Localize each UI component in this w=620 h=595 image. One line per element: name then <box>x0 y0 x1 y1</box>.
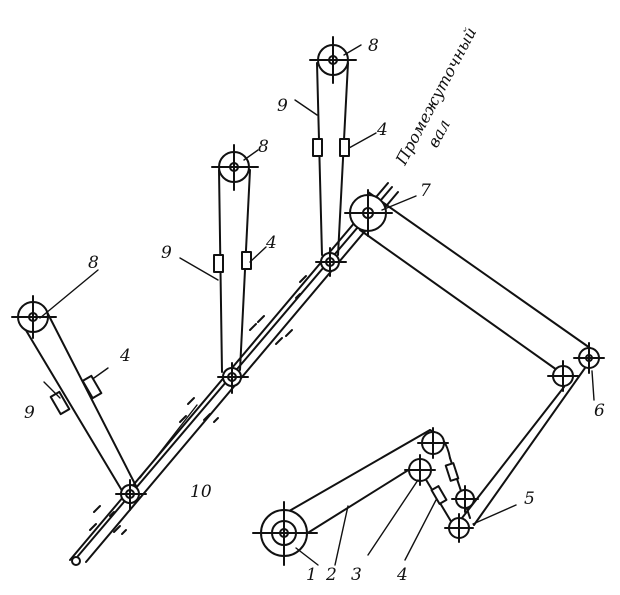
label-motor-belt: 2 <box>325 565 337 585</box>
diagram-labels: 8 9 4 10 9 4 8 8 9 4 7 6 5 1 2 3 4 Проме… <box>24 24 605 585</box>
label-motor-pulley: 1 <box>306 565 317 585</box>
shaft-pulley-c <box>315 247 347 277</box>
driven-pulley-left <box>11 295 57 339</box>
label-driven-pulley-middle: 8 <box>258 137 269 157</box>
label-tension-roller: 3 <box>351 565 362 585</box>
label-driven-belt-middle: 9 <box>161 243 172 263</box>
driven-pulley-middle <box>211 144 259 191</box>
label-shaft-pulley: 7 <box>420 181 431 201</box>
driven-pulley-top <box>309 36 357 84</box>
intermediate-shaft-caption: Промежуточный вал <box>391 24 480 169</box>
label-shaft: 10 <box>190 482 212 502</box>
label-top-roller: 6 <box>594 401 605 421</box>
shaft-pulley-7 <box>344 189 393 237</box>
driven-belt-top <box>312 62 350 256</box>
label-driven-pulley-left: 8 <box>88 253 99 273</box>
label-lower-roller: 5 <box>524 489 535 509</box>
label-belt-joint-motor: 4 <box>396 565 408 585</box>
label-driven-belt-left: 9 <box>24 403 35 423</box>
drive-belt-shaft <box>359 191 591 526</box>
label-driven-belt-top: 9 <box>277 96 288 116</box>
label-belt-joint-middle: 4 <box>265 233 277 253</box>
shaft-pulley-a <box>115 479 147 511</box>
driven-belt-middle <box>213 169 252 373</box>
driven-belt-left <box>17 311 137 495</box>
shaft-pulley-b <box>217 362 249 394</box>
motor-pulley <box>252 501 318 566</box>
top-rollers-6 <box>547 342 605 392</box>
label-belt-joint-left: 4 <box>119 346 131 366</box>
leader-lines <box>39 44 595 566</box>
tension-rollers <box>404 427 449 486</box>
label-belt-joint-top: 4 <box>376 120 388 140</box>
label-driven-pulley-top: 8 <box>368 36 379 56</box>
lower-rollers-5 <box>444 485 479 543</box>
